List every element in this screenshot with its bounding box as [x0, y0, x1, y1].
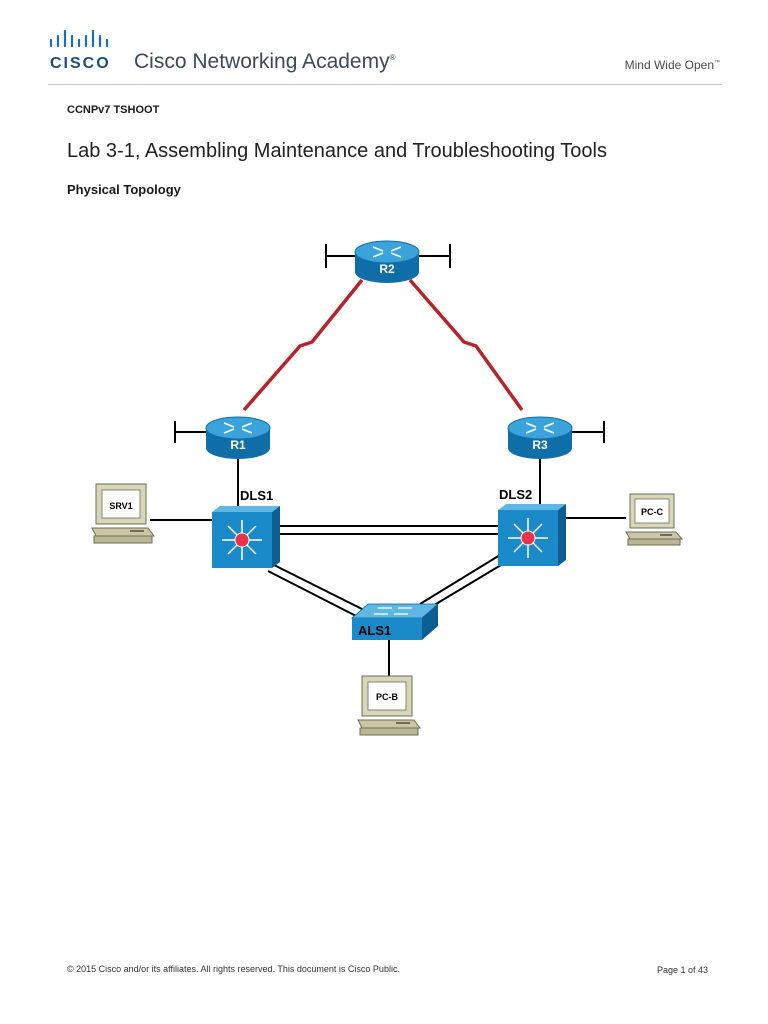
router-r3[interactable]: R3 — [507, 416, 573, 459]
router-r1[interactable]: R1 — [205, 416, 271, 459]
router-r2[interactable]: R2 — [354, 240, 420, 283]
serial-link-r1-r2 — [242, 278, 364, 412]
link-dls1-als1-a — [273, 564, 369, 613]
host-srv1[interactable]: SRV1 — [91, 483, 155, 544]
footer-page-number: Page 1 of 43 — [656, 965, 708, 975]
ethernet-links — [150, 244, 626, 684]
section-heading: Physical Topology — [67, 182, 181, 197]
host-pc-c[interactable]: PC-C — [625, 493, 684, 546]
host-label-srv1: SRV1 — [109, 501, 132, 511]
tagline: Mind Wide Open™ — [624, 58, 720, 72]
serial-links — [242, 278, 524, 412]
switch-arrows-icon — [374, 607, 412, 615]
footer-copyright: © 2015 Cisco and/or its affiliates. All … — [67, 964, 400, 974]
router-arrows-icon — [525, 422, 555, 434]
switch-label-als1: ALS1 — [358, 623, 391, 638]
cisco-wordmark: CISCO — [50, 55, 111, 72]
router-label-r2: R2 — [379, 262, 395, 276]
access-switch-als1[interactable]: ALS1 — [350, 603, 440, 640]
router-arrows-icon — [372, 246, 402, 258]
page-title: Lab 3-1, Assembling Maintenance and Trou… — [67, 140, 607, 162]
multilayer-switch-dls2[interactable] — [498, 504, 566, 566]
course-name: CCNPv7 TSHOOT — [67, 104, 160, 116]
router-arrows-icon — [223, 422, 253, 434]
host-pc-b[interactable]: PC-B — [357, 675, 421, 736]
router-label-r1: R1 — [230, 438, 246, 452]
page-header: CISCO Cisco Networking Academy® Mind Wid… — [0, 0, 768, 92]
header-divider — [48, 84, 722, 85]
switch-label-dls1: DLS1 — [240, 488, 273, 503]
link-dls1-als1-b — [267, 570, 361, 619]
switch-label-dls2: DLS2 — [499, 487, 532, 502]
host-label-pc-c: PC-C — [641, 507, 663, 517]
serial-link-r2-r3 — [408, 278, 524, 412]
multilayer-switch-dls1[interactable] — [212, 506, 280, 568]
link-dls2-als1-a — [419, 554, 501, 605]
router-label-r3: R3 — [532, 438, 548, 452]
academy-title: Cisco Networking Academy® — [134, 50, 396, 73]
link-dls2-als1-b — [425, 561, 507, 611]
cisco-bridge-logo-icon — [49, 30, 109, 48]
host-label-pc-b: PC-B — [376, 692, 398, 702]
